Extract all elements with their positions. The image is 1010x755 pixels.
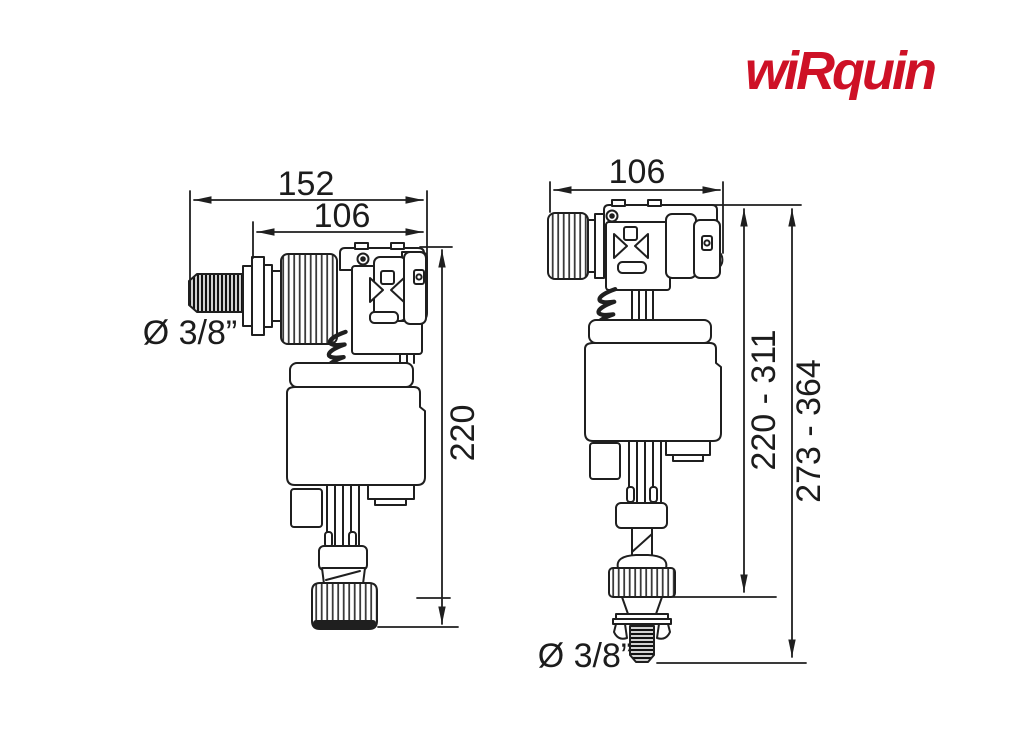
left-valve-drawing <box>188 242 428 630</box>
left-valve-head <box>339 242 428 364</box>
right-adjustment-rod <box>626 440 662 504</box>
right-inlet-diameter-label: Ø 3/8” <box>537 637 633 675</box>
right-valve-head <box>603 199 724 321</box>
right-overall-height-label: 273 - 364 <box>790 359 828 503</box>
left-lower-coupler <box>318 545 368 585</box>
left-float-cup <box>286 362 426 528</box>
right-bottom-inlet-thread <box>629 625 655 663</box>
right-lower-coupler <box>615 502 668 569</box>
right-valve-drawing <box>547 199 724 663</box>
right-float-cup <box>584 319 722 480</box>
left-locknut-knurled <box>280 253 338 345</box>
wirquin-logo: wiRquin <box>745 41 937 101</box>
left-dimension-lines <box>189 190 459 628</box>
left-overall-width-label: 152 <box>277 165 335 203</box>
left-washer-stack <box>242 256 282 336</box>
left-foot-nut-knurled <box>311 582 378 630</box>
right-dimension-lines <box>549 181 807 664</box>
right-body-width-label: 106 <box>608 153 666 191</box>
left-adjustment-rod <box>324 484 360 548</box>
right-bottom-nut-knurled <box>608 567 676 640</box>
right-height-to-nut-label: 220 - 311 <box>745 329 783 471</box>
left-overall-height-label: 220 <box>444 404 482 462</box>
left-inlet-diameter-label: Ø 3/8” <box>142 314 238 352</box>
left-side-inlet-thread <box>188 273 244 313</box>
right-locknut-knurled <box>547 212 605 280</box>
left-body-width-label: 106 <box>313 197 371 235</box>
